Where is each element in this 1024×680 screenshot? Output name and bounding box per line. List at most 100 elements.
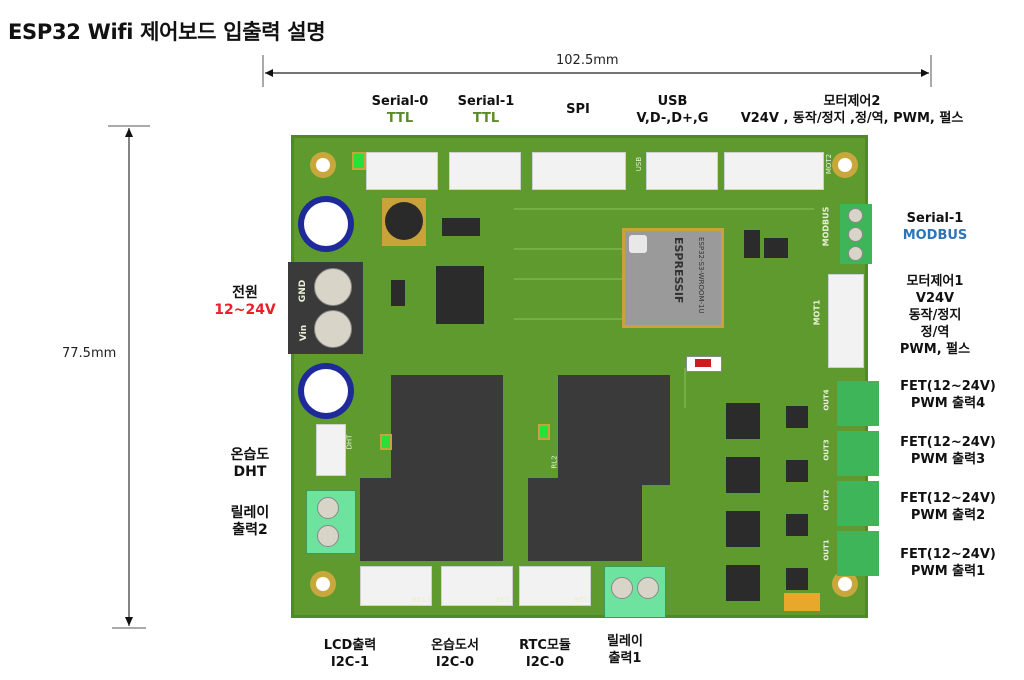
spi-connector[interactable] [532,152,626,190]
diode-d6 [786,514,808,536]
fet-out1-terminal[interactable] [837,531,879,576]
label-modbus-name: MODBUS [902,228,968,243]
label-dht-type: DHT [233,464,267,480]
mosfet-q3 [726,565,760,601]
motor2-connector[interactable] [724,152,824,190]
relay1-led [380,434,392,450]
silk-out3: OUT3 [822,439,831,461]
label-power-name: 전원 [232,285,258,301]
silk-out2: OUT2 [822,489,831,511]
rtc-connector[interactable] [519,566,591,606]
label-fet-channel: PWM 출력2 [910,508,986,523]
relay1-terminal[interactable] [604,566,666,618]
label-serial1-name: Serial-1 [457,94,515,109]
label-motor1-line: 동작/정지 [908,308,962,323]
regulator-u2 [436,266,484,324]
label-serial1: Serial-1 TTL [446,93,526,127]
diode-d8 [786,406,808,428]
motor1-connector[interactable] [828,274,864,368]
label-rtc-bus: I2C-0 [525,655,565,670]
label-power: 전원 12~24V [205,285,285,319]
pcb-trace [684,368,686,408]
label-serial0-type: TTL [386,111,414,126]
pcb-board: USB MOT2 GND Vin ESPRESSIF ESP32-S3-WROO… [288,135,879,618]
serial1-connector[interactable] [449,152,521,190]
label-relay2-num: 출력2 [232,522,268,538]
mosfet-q5 [726,457,760,493]
silk-gnd: GND [298,279,309,303]
label-rtc: RTC모듈 I2C-0 [505,637,585,671]
chip-d4 [744,230,760,258]
fet-out2-terminal[interactable] [837,481,879,526]
power-terminal[interactable] [288,262,363,354]
label-relay1: 릴레이 출력1 [590,633,660,667]
antenna-connector [629,235,647,253]
label-motor1-line: 정/역 [920,325,950,340]
diode-d7 [786,460,808,482]
label-lcd: LCD출력 I2C-1 [310,637,390,671]
label-fet-channel: PWM 출력3 [910,452,986,467]
diode-d2 [391,280,405,306]
power-gnd-screw[interactable] [314,268,352,306]
label-humidity-sensor: 온습도서 I2C-0 [415,637,495,671]
modbus-screw-a[interactable] [848,246,863,261]
mosfet-q6 [726,403,760,439]
modbus-terminal[interactable] [840,204,872,264]
label-fet-type: FET(12~24V) [900,491,996,506]
esp32-module: ESPRESSIF ESP32-S3-WROOM-1U [622,228,724,328]
label-usb-pins: V,D-,D+,G [636,111,709,126]
relay2-terminal[interactable] [306,490,356,554]
modbus-screw-g[interactable] [848,208,863,223]
reset-button[interactable] [686,356,722,372]
power-vin-screw[interactable] [314,310,352,348]
reset-button-cap [695,359,711,367]
modbus-screw-b[interactable] [848,227,863,242]
label-lcd-bus: I2C-1 [330,655,370,670]
label-motor1: 모터제어1 V24V 동작/정지 정/역 PWM, 펄스 [880,273,990,358]
height-dimension-line [108,125,150,629]
label-modbus-serial: Serial-1 [906,211,964,226]
label-serial0-name: Serial-0 [371,94,429,109]
silk-scl: SCL [574,596,589,604]
electrolytic-capacitor [298,196,354,252]
relay1-no-screw[interactable] [637,577,659,599]
lcd-connector[interactable] [360,566,432,606]
fet-out4-terminal[interactable] [837,381,879,426]
label-fet-channel: PWM 출력1 [910,564,986,579]
mounting-hole [832,152,858,178]
silk-dht: DHT [345,434,354,450]
silk-scl1: SCL1 [412,596,432,604]
inductor [385,202,423,240]
tantalum-capacitor [784,593,820,611]
label-motor2-name: 모터제어2 [823,94,881,109]
status-led [352,152,366,170]
humidity-connector[interactable] [441,566,513,606]
serial0-connector[interactable] [366,152,438,190]
silk-scl: SCL [496,596,511,604]
relay2-no-screw[interactable] [317,525,339,547]
label-lcd-name: LCD출력 [323,638,377,653]
relay-rl2-top [558,375,670,485]
relay-rl2-bottom [528,478,642,561]
dht-connector[interactable] [316,424,346,476]
silk-usb: USB [635,156,644,172]
pcb-trace [514,278,624,280]
silk-module-name: ESP32-S3-WROOM-1U [697,237,705,314]
silk-modbus: MODBUS [821,206,831,247]
label-motor2: 모터제어2 V24V , 동작/정지 ,정/역, PWM, 펄스 [722,93,982,127]
silk-out1: OUT1 [822,539,831,561]
label-fet-channel: PWM 출력4 [910,396,986,411]
label-motor1-line: PWM, 펄스 [899,342,971,357]
label-relay1-num: 출력1 [608,651,642,666]
label-relay2: 릴레이 출력2 [215,505,285,539]
height-dimension-label: 77.5mm [62,346,117,361]
label-fet-out1: FET(12~24V) PWM 출력1 [888,546,1008,580]
relay1-com-screw[interactable] [611,577,633,599]
mounting-hole [310,571,336,597]
usb-connector[interactable] [646,152,718,190]
fet-out3-terminal[interactable] [837,431,879,476]
label-relay1-name: 릴레이 [607,634,643,649]
label-usb: USB V,D-,D+,G [625,93,720,127]
relay2-com-screw[interactable] [317,497,339,519]
regulator-u1 [442,218,480,236]
